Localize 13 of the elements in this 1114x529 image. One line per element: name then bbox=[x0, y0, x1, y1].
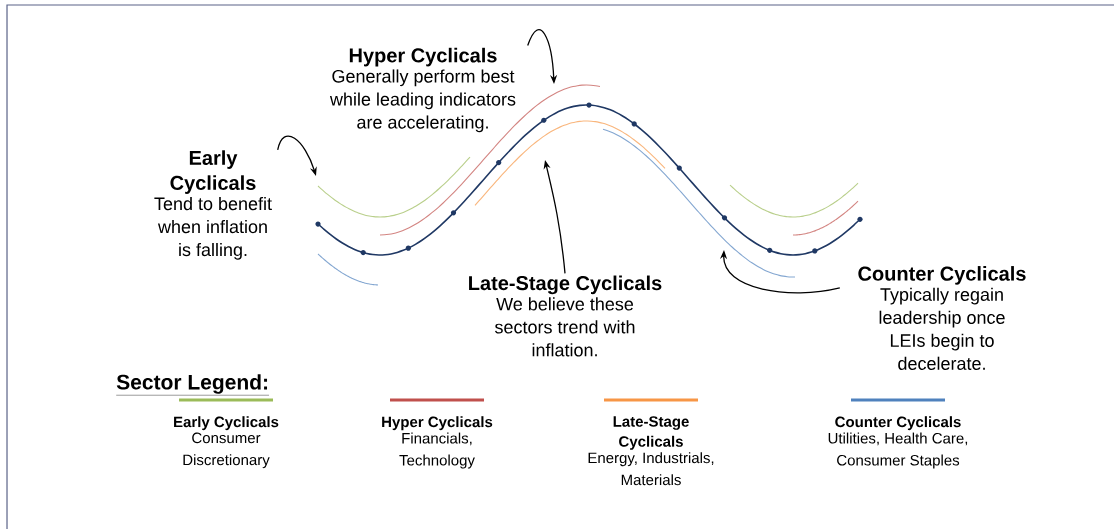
legend-heading: Sector Legend: bbox=[116, 374, 270, 396]
legend-description: Financials, Technology bbox=[399, 432, 475, 469]
legend-label: Hyper Cyclicals bbox=[382, 416, 493, 431]
annotation: Early Cyclicals Tend to benefit when inflation is falling. bbox=[154, 150, 272, 260]
annotation: Late-Stage Cyclicals We believe these sectors trend with inflation. bbox=[469, 275, 662, 357]
legend-description: Energy, Industrials, Materials bbox=[588, 452, 714, 486]
annotation: Hyper Cyclicals Generally perform best while leading indicators are accelerating. bbox=[329, 47, 516, 133]
legend-description: Utilities, Health Care, Consumer Staples bbox=[828, 432, 968, 469]
legend-label: Late-Stage Cyclicals bbox=[613, 416, 689, 450]
legend-label: Early Cyclicals bbox=[174, 416, 279, 431]
legend-label: Counter Cyclicals bbox=[835, 416, 961, 431]
legend-description: Consumer Discretionary bbox=[183, 432, 270, 469]
annotation: Counter Cyclicals Typically regain leadership once LEIs begin to decelerate. bbox=[858, 266, 1026, 370]
